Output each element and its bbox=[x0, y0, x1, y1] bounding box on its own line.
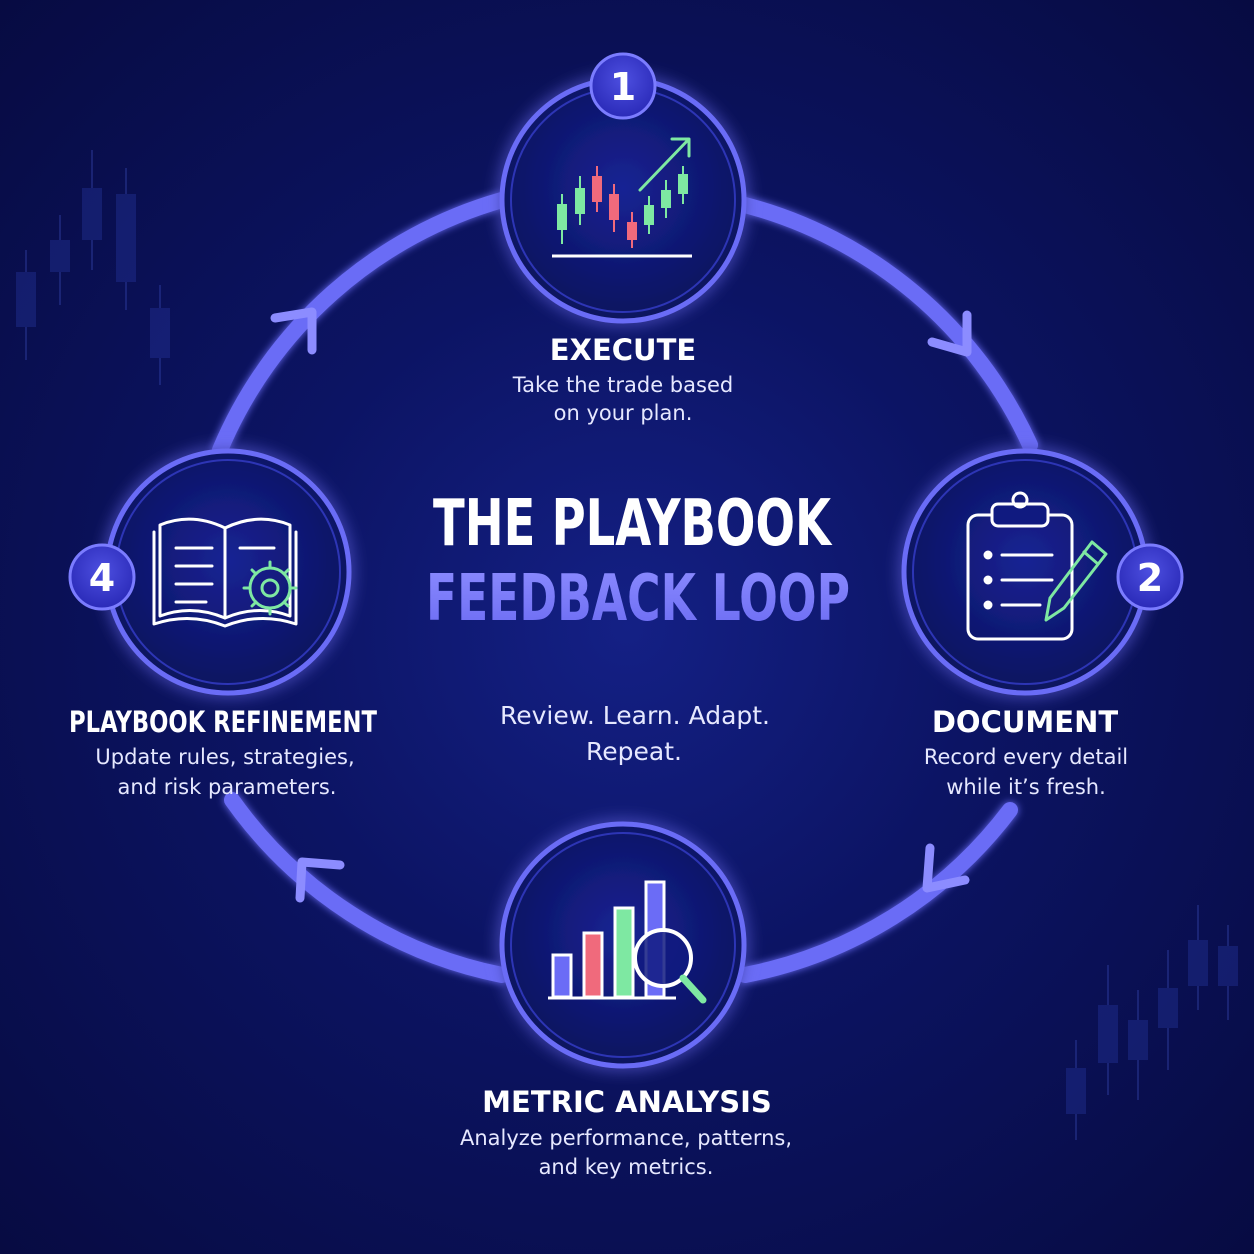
step-number-badge: 4 bbox=[68, 543, 136, 611]
loop-arrowheads bbox=[270, 307, 972, 903]
step-number: 1 bbox=[610, 65, 636, 109]
step-node-document: 2 bbox=[901, 448, 1184, 696]
arrowhead-icon bbox=[922, 843, 970, 893]
step-number-badge: 1 bbox=[589, 52, 657, 120]
clipboard-pencil-icon bbox=[966, 491, 1108, 641]
candlestick-chart-icon bbox=[552, 137, 692, 258]
background-candlesticks-left bbox=[16, 150, 170, 385]
step-number: 4 bbox=[89, 556, 115, 600]
center-title-block: THE PLAYBOOK FEEDBACK LOOP Review. Learn… bbox=[426, 487, 850, 766]
step-heading: METRIC ANALYSIS bbox=[482, 1085, 772, 1119]
tagline-line-1: Review. Learn. Adapt. bbox=[500, 701, 770, 730]
step-heading: PLAYBOOK REFINEMENT bbox=[69, 705, 377, 739]
loop-arc-4-to-1 bbox=[212, 192, 510, 458]
step-node-execute: 1 bbox=[499, 52, 747, 324]
loop-arc-1-to-2 bbox=[737, 197, 1038, 453]
step-heading: DOCUMENT bbox=[932, 705, 1118, 739]
background-candlesticks-right bbox=[1066, 905, 1238, 1140]
step-label-execute: EXECUTE Take the trade based on your pla… bbox=[512, 333, 733, 425]
step-number-badge: 2 bbox=[1116, 543, 1184, 611]
tagline-line-2: Repeat. bbox=[586, 737, 682, 766]
step-description-line-1: Record every detail bbox=[924, 745, 1128, 769]
arrowhead-icon bbox=[927, 310, 972, 357]
loop-arc-3-to-4 bbox=[224, 792, 510, 983]
step-description-line-2: and key metrics. bbox=[539, 1155, 714, 1179]
step-label-playbook-refinement: PLAYBOOK REFINEMENT Update rules, strate… bbox=[69, 705, 377, 799]
step-label-metric-analysis: METRIC ANALYSIS Analyze performance, pat… bbox=[460, 1085, 792, 1179]
bar-chart-magnifier-icon bbox=[548, 880, 707, 1004]
step-heading: EXECUTE bbox=[550, 333, 696, 367]
step-description-line-2: while it’s fresh. bbox=[946, 775, 1106, 799]
step-number: 2 bbox=[1137, 556, 1163, 600]
step-node-metric-analysis bbox=[499, 821, 747, 1069]
step-label-document: DOCUMENT Record every detail while it’s … bbox=[924, 705, 1128, 799]
title-line-1: THE PLAYBOOK bbox=[433, 487, 833, 561]
step-description-line-2: on your plan. bbox=[554, 401, 693, 425]
title-line-2: FEEDBACK LOOP bbox=[426, 562, 850, 636]
book-gear-icon bbox=[152, 517, 298, 628]
step-node-playbook-refinement: 4 bbox=[68, 448, 352, 696]
step-description-line-2: and risk parameters. bbox=[118, 775, 337, 799]
step-description-line-1: Update rules, strategies, bbox=[95, 745, 354, 769]
arrowhead-icon bbox=[295, 857, 345, 903]
step-description-line-1: Analyze performance, patterns, bbox=[460, 1126, 792, 1150]
step-description-line-1: Take the trade based bbox=[512, 373, 733, 397]
loop-ring bbox=[212, 192, 1038, 983]
loop-arc-2-to-3 bbox=[737, 802, 1018, 983]
arrowhead-icon bbox=[270, 307, 317, 355]
